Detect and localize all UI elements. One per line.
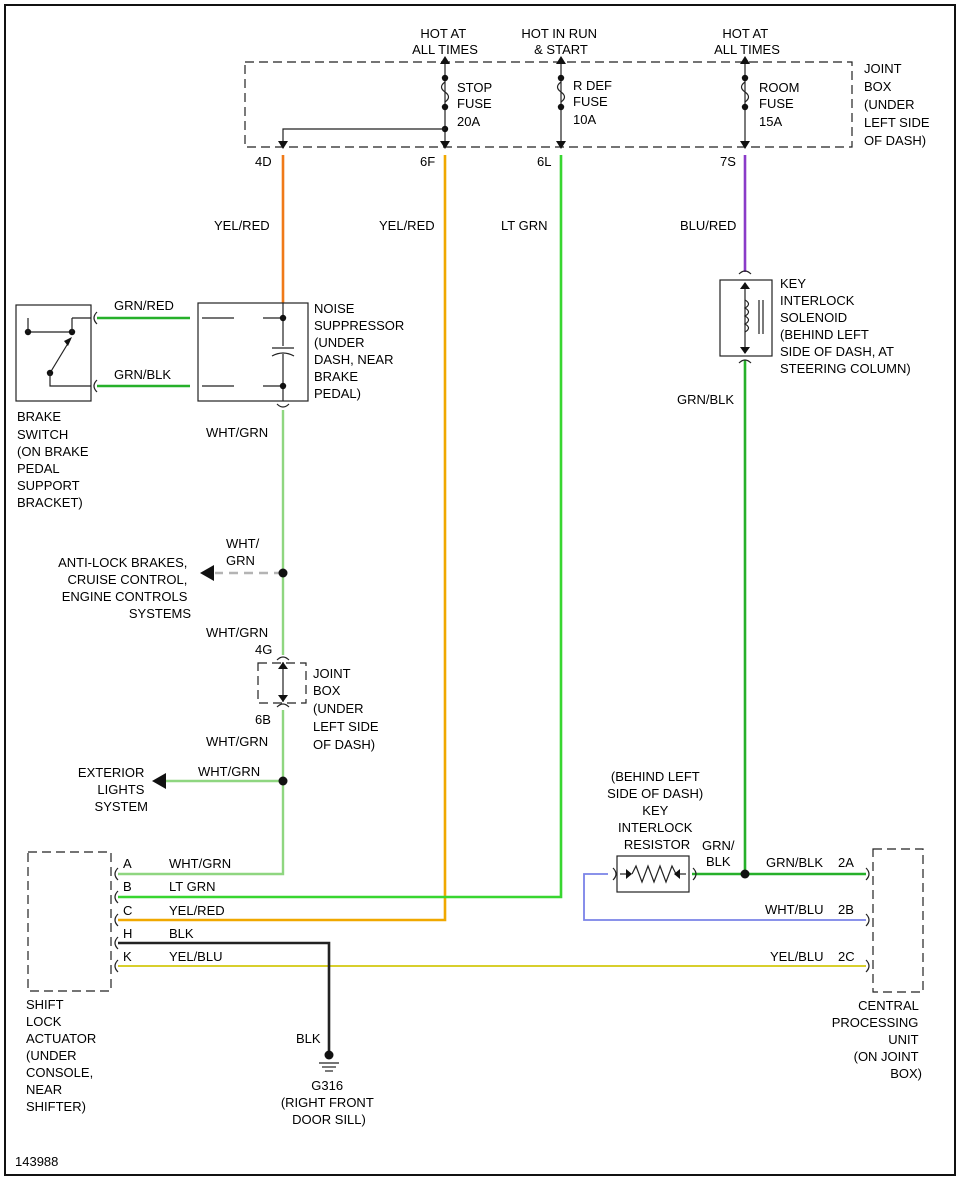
hot-at-all-times-label-2: HOT AT ALL TIMES (714, 26, 780, 57)
pin-6b-label: 6B (255, 712, 271, 727)
shift-lock-actuator-label: SHIFT LOCK ACTUATOR (UNDER CONSOLE, NEAR… (26, 997, 100, 1114)
pin-6f-label: 6F (420, 154, 435, 169)
shift-pin-h: H (123, 926, 132, 941)
joint-box-top (244, 56, 853, 149)
pin-7s-label: 7S (720, 154, 736, 169)
pin-4d-label: 4D (255, 154, 272, 169)
wire-label-wht-grn-1: WHT/GRN (206, 425, 268, 440)
wire-label-yel-red-2: YEL/RED (379, 218, 435, 233)
shift-wire-h: BLK (169, 926, 194, 941)
antilock-arrow (200, 565, 214, 581)
exterior-splice-dot (278, 776, 288, 786)
wire-label-wht-grn-3: WHT/GRN (206, 734, 268, 749)
hot-in-run-start-label: HOT IN RUN & START (521, 26, 600, 57)
joint-box-mid (257, 656, 307, 708)
cpu-label: CENTRAL PROCESSING UNIT (ON JOINT BOX) (832, 998, 922, 1081)
key-interlock-solenoid (719, 270, 773, 364)
diagram-id: 143988 (15, 1154, 58, 1169)
exterior-lights-label: EXTERIOR LIGHTS SYSTEM (78, 765, 148, 814)
exterior-lights-arrow (152, 773, 166, 789)
cpu-pin-2c: 2C (838, 949, 855, 964)
central-processing-unit (865, 848, 924, 993)
wire-label-grn-red: GRN/RED (114, 298, 174, 313)
wire-label-grn-blk-solenoid: GRN/BLK (677, 392, 734, 407)
shift-wire-a: WHT/GRN (169, 856, 231, 871)
wire-label-blk-ground: BLK (296, 1031, 321, 1046)
rdef-fuse-label: R DEF FUSE 10A (573, 78, 616, 127)
wire-lt-grn-6l (118, 155, 563, 899)
wire-label-yel-red-1: YEL/RED (214, 218, 270, 233)
wire-yel-red-6f (118, 155, 447, 922)
shift-wire-k: YEL/BLU (169, 949, 222, 964)
noise-suppressor-label: NOISE SUPPRESSOR (UNDER DASH, NEAR BRAKE… (314, 301, 408, 401)
room-fuse-label: ROOM FUSE 15A (759, 80, 803, 129)
wire-label-blu-red: BLU/RED (680, 218, 736, 233)
key-interlock-solenoid-label: KEY INTERLOCK SOLENOID (BEHIND LEFT SIDE… (780, 276, 911, 376)
ground-symbol (319, 1050, 339, 1072)
joint-box-top-label: JOINT BOX (UNDER LEFT SIDE OF DASH) (864, 61, 933, 148)
wire-label-wht-blu-cpu: WHT/BLU (765, 902, 824, 917)
shift-wire-b: LT GRN (169, 879, 215, 894)
wire-wht-blu (583, 873, 866, 921)
shift-pin-a: A (123, 856, 132, 871)
wire-label-wht-grn-branch: WHT/ GRN (226, 536, 263, 568)
pin-6l-label: 6L (537, 154, 551, 169)
wire-label-wht-grn-2: WHT/GRN (206, 625, 268, 640)
noise-suppressor (197, 302, 309, 408)
cpu-pin-2b: 2B (838, 902, 854, 917)
antilock-systems-label: ANTI-LOCK BRAKES, CRUISE CONTROL, ENGINE… (58, 555, 191, 621)
antilock-splice-dot (278, 568, 288, 578)
brake-switch (15, 304, 98, 402)
wire-label-grn-blk-short: GRN/ BLK (702, 838, 738, 869)
key-interlock-resistor-label: (BEHIND LEFT SIDE OF DASH) KEY INTERLOCK… (607, 769, 707, 852)
shift-pin-k: K (123, 949, 132, 964)
shift-pin-c: C (123, 903, 132, 918)
wire-label-grn-blk-brake: GRN/BLK (114, 367, 171, 382)
pin-4g-label: 4G (255, 642, 272, 657)
diagram-frame (4, 4, 956, 1176)
shift-wire-c: YEL/RED (169, 903, 225, 918)
hot-at-all-times-label-1: HOT AT ALL TIMES (412, 26, 478, 57)
resistor-splice-dot (740, 869, 750, 879)
stop-fuse-label: STOP FUSE 20A (457, 80, 496, 129)
wire-label-wht-grn-4: WHT/GRN (198, 764, 260, 779)
joint-box-mid-label: JOINT BOX (UNDER LEFT SIDE OF DASH) (313, 666, 382, 752)
wire-label-yel-blu-cpu: YEL/BLU (770, 949, 823, 964)
wire-label-lt-grn-top: LT GRN (501, 218, 547, 233)
wire-label-grn-blk-cpu: GRN/BLK (766, 855, 823, 870)
wire-wht-grn-lower (118, 710, 285, 876)
wire-blk-ground (118, 941, 331, 1052)
key-interlock-resistor (612, 855, 697, 893)
ground-label: G316 (RIGHT FRONT DOOR SILL) (281, 1078, 377, 1127)
shift-lock-actuator (27, 851, 119, 992)
cpu-pin-2a: 2A (838, 855, 854, 870)
shift-pin-b: B (123, 879, 132, 894)
brake-switch-label: BRAKE SWITCH (ON BRAKE PEDAL SUPPORT BRA… (17, 409, 92, 510)
